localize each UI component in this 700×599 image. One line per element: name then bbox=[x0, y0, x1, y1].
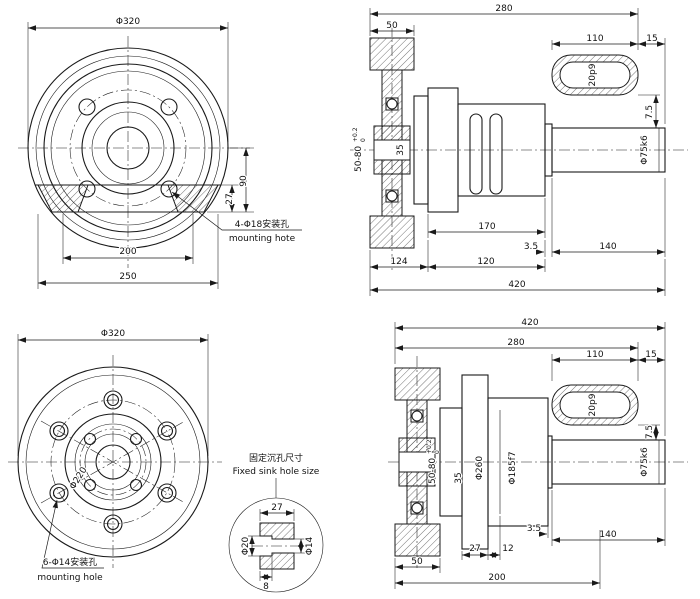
dim-140: 140 bbox=[599, 242, 616, 252]
dim-250: 250 bbox=[119, 272, 136, 282]
hub-bore bbox=[373, 139, 411, 161]
dim-110: 110 bbox=[586, 34, 603, 44]
dim-280: 280 bbox=[495, 4, 512, 14]
pin-slot bbox=[469, 113, 483, 195]
dim-200: 200 bbox=[119, 247, 136, 257]
dim-dia-320: Φ320 bbox=[101, 329, 126, 339]
view-section-bottom: 420 280 110 15 20p9 7.5 Φ75k6 50-80 +0.2… bbox=[388, 317, 688, 589]
dim-420: 420 bbox=[508, 280, 525, 290]
dim-dia-220: Φ220 bbox=[68, 465, 89, 491]
key-slot bbox=[559, 391, 631, 419]
dim-35: 35 bbox=[396, 144, 406, 155]
dim-280: 280 bbox=[507, 338, 524, 348]
dim-50: 50 bbox=[386, 21, 398, 31]
bearing-ball bbox=[386, 98, 398, 110]
dim-35: 35 bbox=[454, 472, 464, 483]
dim-dia-185f7: Φ185f7 bbox=[508, 451, 518, 484]
mounting-holes-6 bbox=[49, 390, 177, 534]
dim-200: 200 bbox=[488, 573, 505, 583]
wheel-cross-section bbox=[369, 37, 415, 249]
detail-bubble bbox=[228, 497, 324, 593]
flange-outer-circle bbox=[17, 366, 209, 558]
dimensions: 420 280 110 15 20p9 7.5 Φ75k6 50-80 +0.2… bbox=[394, 317, 666, 589]
output-shaft bbox=[547, 435, 666, 489]
view-sink-hole-detail: 固定沉孔尺寸 Fixed sink hole size 27 Φ14 Φ20 bbox=[228, 451, 324, 593]
dim-170: 170 bbox=[478, 222, 495, 232]
dim-15: 15 bbox=[645, 350, 656, 360]
dim-shaft-fit: Φ75k6 bbox=[640, 447, 650, 477]
key-slot bbox=[559, 61, 631, 89]
counterbore-section bbox=[252, 522, 302, 570]
dim-140: 140 bbox=[599, 530, 616, 540]
dim-420: 420 bbox=[521, 318, 538, 328]
dim-key-20p9: 20p9 bbox=[588, 393, 598, 416]
label-mounting-hole-en: mounting hote bbox=[229, 234, 296, 244]
bolt-circle-220 bbox=[50, 399, 176, 525]
dim-3-5: 3.5 bbox=[524, 242, 538, 252]
dim-110: 110 bbox=[586, 350, 603, 360]
dim-dia-260: Φ260 bbox=[475, 456, 485, 481]
svg-text:50-80: 50-80 bbox=[428, 458, 438, 484]
dim-27: 27 bbox=[469, 544, 480, 554]
bolt-circle bbox=[69, 89, 187, 207]
flange-outer-circle bbox=[27, 47, 229, 249]
dim-bore-tolerance: 50-80 +0.2 0 bbox=[425, 438, 442, 485]
view-flange-front-top: Φ320 90 27 200 250 4-Φ18安装孔 mounting hot… bbox=[18, 16, 302, 289]
svg-text:+0.2: +0.2 bbox=[352, 127, 359, 142]
inner-holes-4 bbox=[83, 432, 143, 492]
view-section-top: 280 50 110 15 20p9 7.5 Φ75k6 50-80 +0.2 … bbox=[350, 3, 688, 296]
mounting-base bbox=[35, 184, 221, 213]
detail-title-en: Fixed sink hole size bbox=[233, 467, 320, 477]
view-flange-front-bottom: Φ320 Φ220 6-Φ14安装孔 mounting hole bbox=[8, 328, 222, 584]
svg-text:+0.2: +0.2 bbox=[426, 439, 433, 454]
dim-124: 124 bbox=[390, 257, 407, 267]
dim-3-5: 3.5 bbox=[527, 524, 541, 534]
dim-27: 27 bbox=[225, 193, 235, 204]
dim-dia-14: Φ14 bbox=[305, 536, 315, 555]
hub-bore bbox=[398, 451, 436, 473]
dim-27: 27 bbox=[271, 503, 282, 513]
center-bore bbox=[95, 444, 131, 480]
dim-bore-tolerance: 50-80 +0.2 0 bbox=[351, 126, 368, 173]
dim-key-20p9: 20p9 bbox=[588, 63, 598, 86]
dimensions: 280 50 110 15 20p9 7.5 Φ75k6 50-80 +0.2 … bbox=[351, 3, 666, 296]
dim-dia-20: Φ20 bbox=[241, 536, 251, 555]
label-mounting-hole-cn: 4-Φ18安装孔 bbox=[235, 218, 290, 230]
svg-text:0: 0 bbox=[360, 138, 367, 142]
dim-8: 8 bbox=[263, 582, 269, 592]
center-bore bbox=[106, 126, 150, 170]
dim-dia-320: Φ320 bbox=[116, 17, 141, 27]
dim-12: 12 bbox=[502, 544, 513, 554]
dimensions: Φ320 90 27 200 250 4-Φ18安装孔 mounting hot… bbox=[27, 16, 302, 289]
output-shaft bbox=[544, 123, 666, 177]
bearing-ball bbox=[411, 502, 423, 514]
dim-shaft-fit: Φ75k6 bbox=[640, 135, 650, 165]
dim-90: 90 bbox=[239, 175, 249, 187]
dim-50: 50 bbox=[411, 557, 423, 567]
svg-text:50-80: 50-80 bbox=[354, 146, 364, 172]
keyway-section bbox=[551, 384, 639, 426]
label-mounting-hole-en: mounting hole bbox=[37, 573, 103, 583]
dim-7-5: 7.5 bbox=[645, 425, 655, 439]
pin-slot bbox=[489, 113, 503, 195]
wheel-cross-section bbox=[394, 367, 441, 557]
dimensions: 27 Φ14 Φ20 8 bbox=[240, 502, 316, 593]
detail-title-cn: 固定沉孔尺寸 bbox=[249, 452, 303, 464]
keyway-section bbox=[551, 54, 639, 96]
label-mounting-hole-cn: 6-Φ14安装孔 bbox=[43, 556, 98, 568]
bearing-ball bbox=[386, 190, 398, 202]
dim-7-5: 7.5 bbox=[645, 105, 655, 119]
dim-15: 15 bbox=[646, 34, 657, 44]
svg-text:0: 0 bbox=[434, 450, 441, 454]
bearing-ball bbox=[411, 410, 423, 422]
dim-120: 120 bbox=[477, 257, 494, 267]
